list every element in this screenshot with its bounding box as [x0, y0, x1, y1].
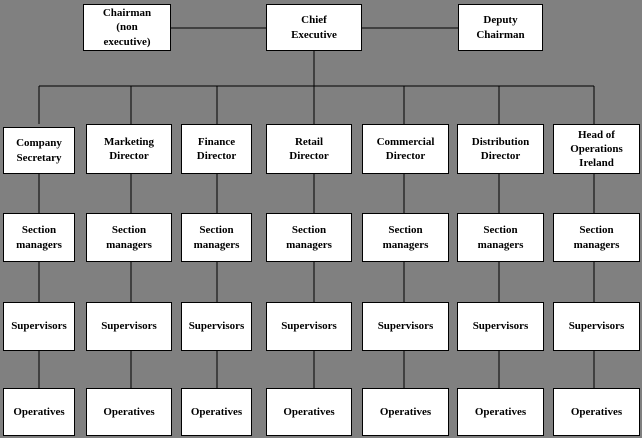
org-box-label: Operatives: [283, 405, 335, 418]
org-box-label: Head of Operations Ireland: [570, 128, 623, 170]
org-box-operatives-7: Operatives: [553, 388, 640, 436]
org-box-operatives-4: Operatives: [266, 388, 352, 436]
org-box-section-managers-7: Section managers: [553, 213, 640, 262]
org-box-label: Chairman (non executive): [102, 7, 152, 48]
org-box-label: Commercial Director: [376, 135, 435, 162]
org-box-label: Operatives: [13, 405, 65, 418]
org-box-label: Supervisors: [101, 320, 157, 333]
org-box-label: Supervisors: [472, 320, 529, 333]
org-box-label: Deputy Chairman: [476, 14, 525, 41]
org-box-section-managers-6: Section managers: [457, 213, 544, 262]
org-box-supervisors-3: Supervisors: [181, 302, 252, 351]
org-box-supervisors-1: Supervisors: [3, 302, 75, 351]
org-box-supervisors-6: Supervisors: [457, 302, 544, 351]
org-box-company-secretary: Company Secretary: [3, 127, 75, 174]
org-box-operatives-6: Operatives: [457, 388, 544, 436]
org-box-supervisors-7: Supervisors: [553, 302, 640, 351]
org-box-operatives-3: Operatives: [181, 388, 252, 436]
org-box-label: Operatives: [379, 405, 432, 418]
org-box-retail-director: Retail Director: [266, 124, 352, 174]
org-box-label: Supervisors: [11, 320, 67, 333]
org-box-finance-director: Finance Director: [181, 124, 252, 174]
org-box-label: Supervisors: [568, 320, 625, 333]
org-box-marketing-director: Marketing Director: [86, 124, 172, 174]
org-box-supervisors-4: Supervisors: [266, 302, 352, 351]
org-box-label: Section managers: [382, 224, 429, 251]
org-box-operatives-1: Operatives: [3, 388, 75, 436]
org-box-deputy-chairman: Deputy Chairman: [458, 4, 543, 51]
org-box-section-managers-5: Section managers: [362, 213, 449, 262]
org-box-label: Section managers: [193, 224, 240, 251]
org-box-commercial-director: Commercial Director: [362, 124, 449, 174]
org-box-section-managers-4: Section managers: [266, 213, 352, 262]
org-box-label: Retail Director: [289, 135, 329, 162]
org-box-supervisors-2: Supervisors: [86, 302, 172, 351]
org-box-label: Finance Director: [196, 135, 237, 162]
org-box-section-managers-1: Section managers: [3, 213, 75, 262]
org-box-label: Distribution Director: [471, 135, 530, 162]
org-box-label: Section managers: [573, 224, 620, 251]
org-box-label: Operatives: [103, 405, 155, 418]
org-box-label: Operatives: [570, 405, 623, 418]
org-box-label: Supervisors: [377, 320, 434, 333]
org-box-head-of-operations-ireland: Head of Operations Ireland: [553, 124, 640, 174]
org-box-label: Marketing Director: [103, 135, 155, 162]
org-box-section-managers-2: Section managers: [86, 213, 172, 262]
org-box-label: Section managers: [106, 224, 152, 251]
org-box-label: Section managers: [16, 224, 62, 251]
org-box-label: Section managers: [286, 224, 332, 251]
org-box-chairman: Chairman (non executive): [83, 4, 171, 51]
org-box-label: Operatives: [190, 405, 243, 418]
org-box-operatives-5: Operatives: [362, 388, 449, 436]
org-box-label: Company Secretary: [16, 137, 62, 164]
org-box-distribution-director: Distribution Director: [457, 124, 544, 174]
org-box-label: Chief Executive: [291, 14, 337, 41]
org-box-chief-executive: Chief Executive: [266, 4, 362, 51]
org-box-label: Section managers: [477, 224, 524, 251]
org-box-operatives-2: Operatives: [86, 388, 172, 436]
org-box-supervisors-5: Supervisors: [362, 302, 449, 351]
org-box-label: Supervisors: [188, 320, 245, 333]
org-box-label: Operatives: [474, 405, 527, 418]
org-box-label: Supervisors: [281, 320, 337, 333]
org-box-section-managers-3: Section managers: [181, 213, 252, 262]
